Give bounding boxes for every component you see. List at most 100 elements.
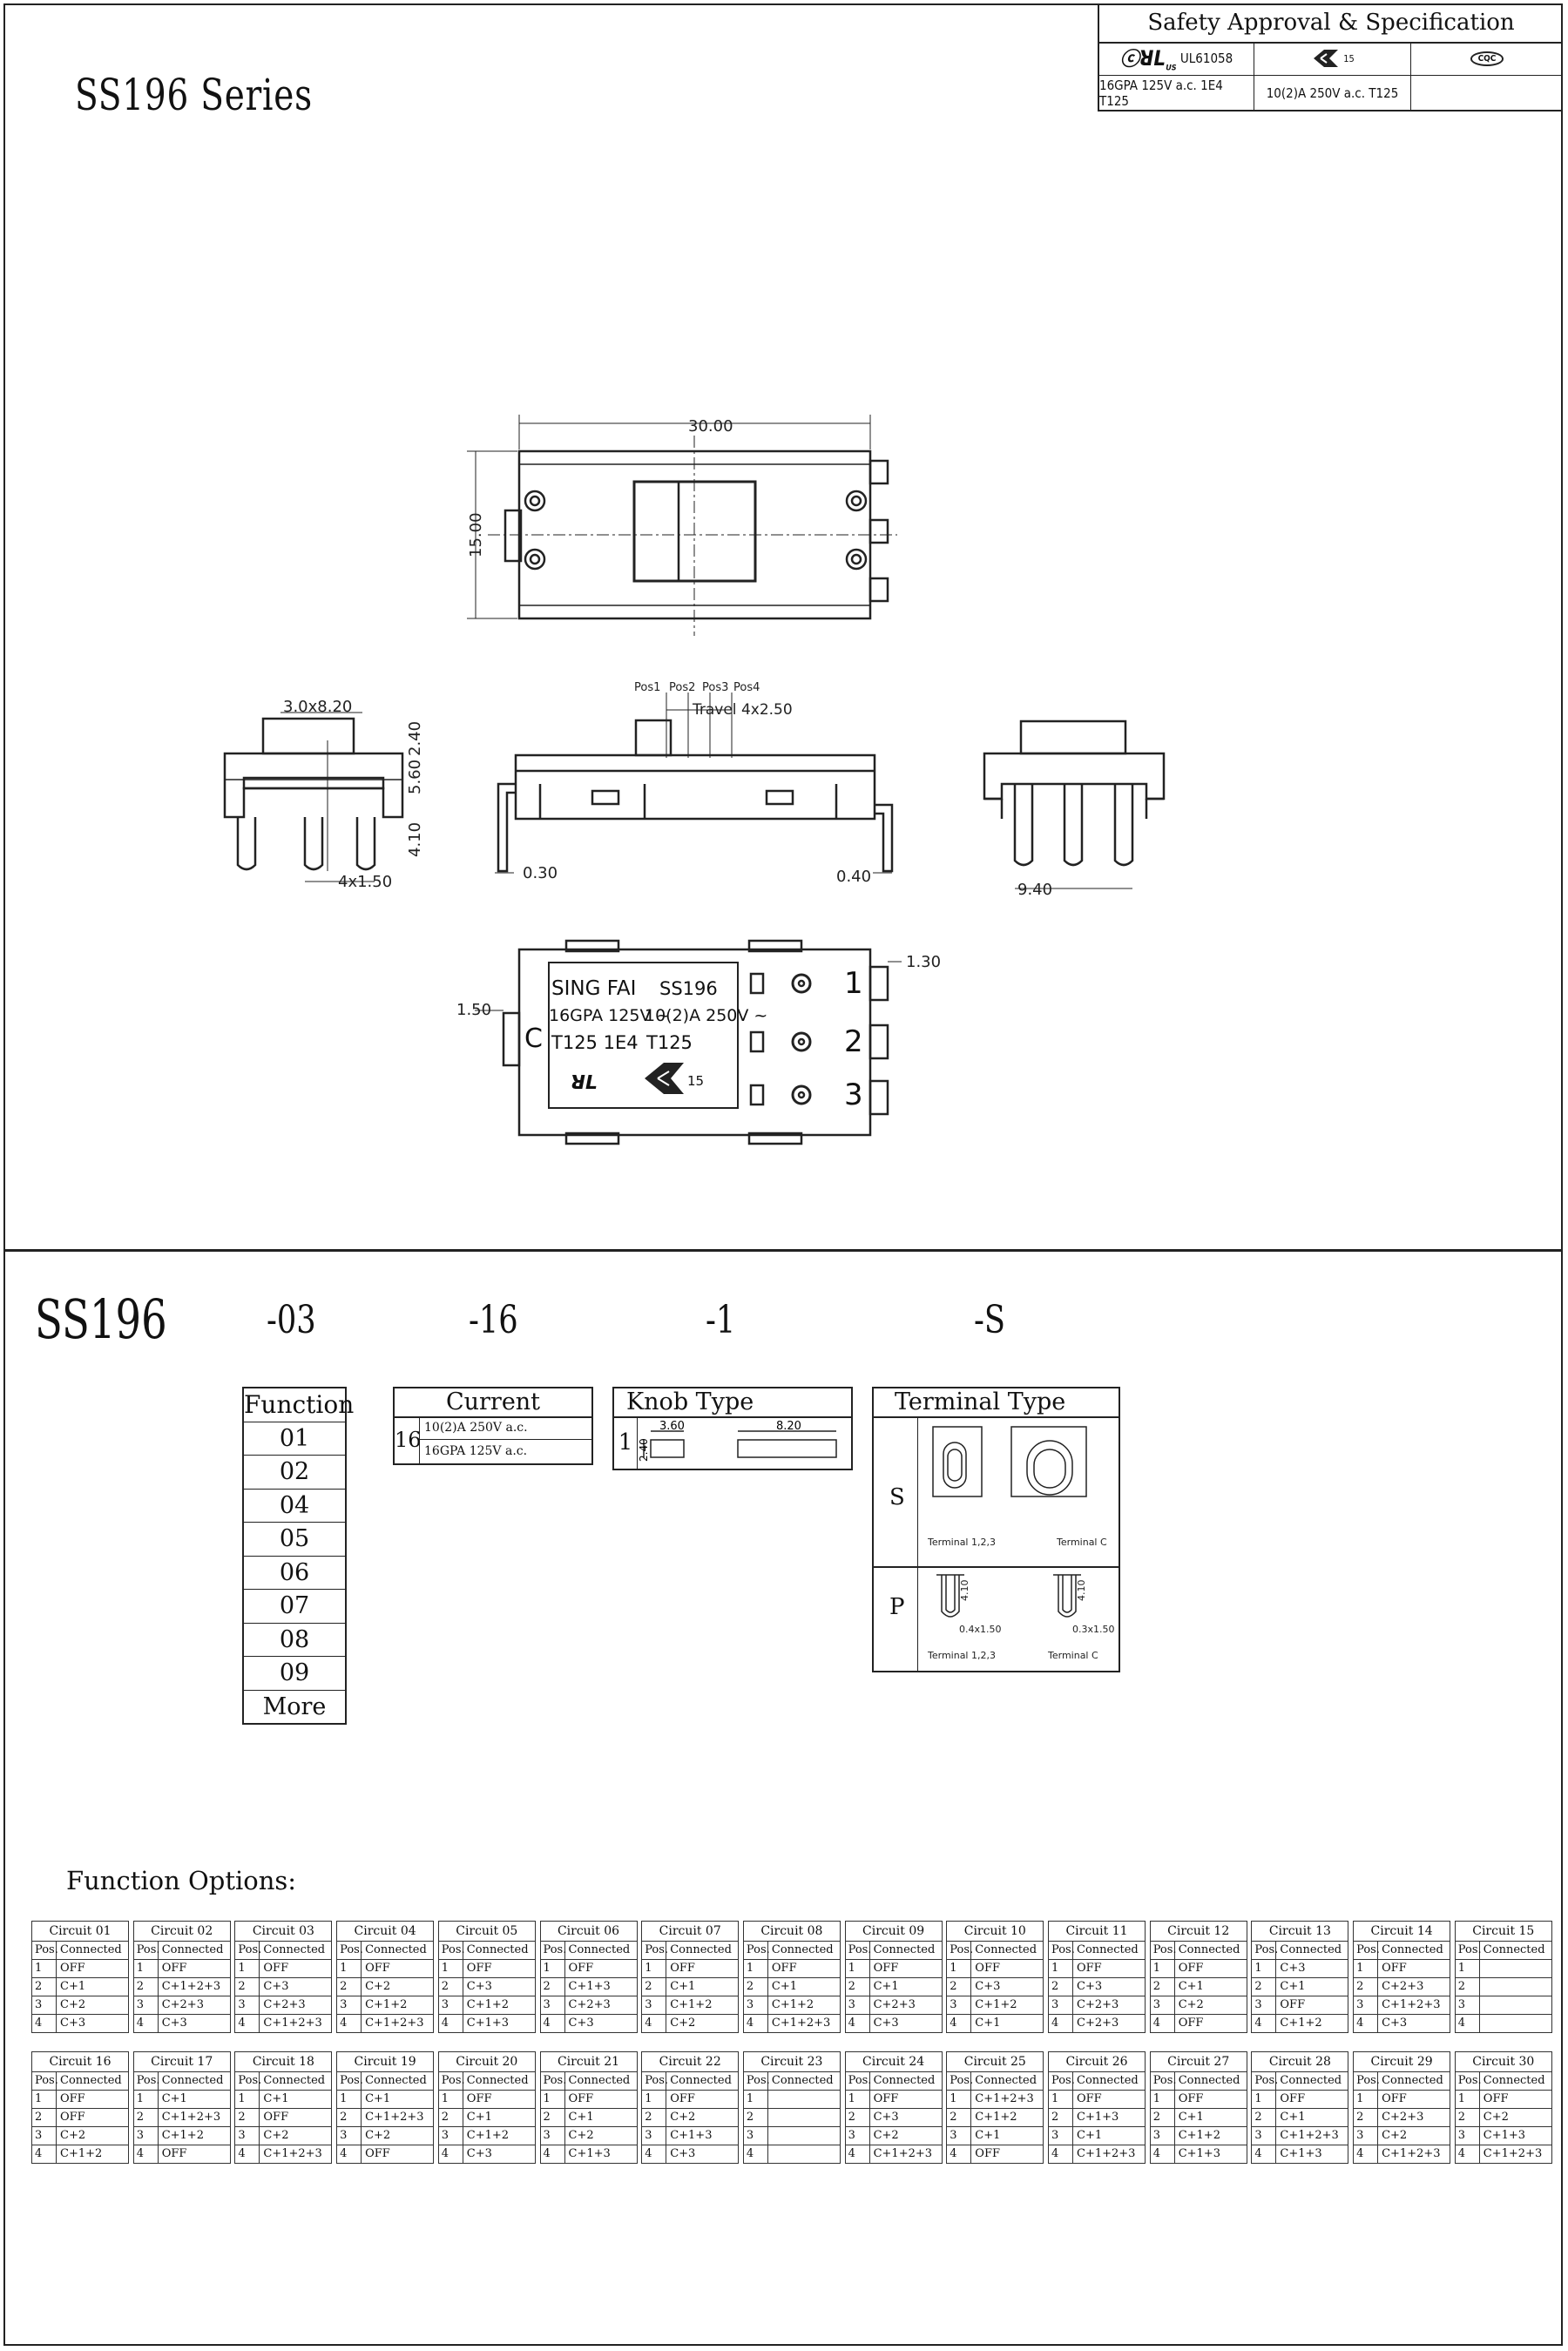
circuit-header-row: Pos.Connected	[1455, 2072, 1551, 2091]
pos-number: 1	[1252, 1960, 1277, 1977]
connected-value: OFF	[1382, 1962, 1407, 1975]
connected-value: C+2	[1178, 1998, 1204, 2011]
connected-value: C+1+2+3	[263, 2147, 322, 2160]
label-line3b: T125	[645, 1032, 693, 1053]
connected-value: C+1+2	[365, 1998, 408, 2011]
circuit-header-row: Pos.Connected	[642, 2072, 739, 2091]
label-ul-icon: ꓤꓡ	[571, 1072, 598, 1094]
page-frame	[3, 3, 1563, 2346]
pos-number: 1	[235, 1960, 260, 1977]
function-header: Function	[244, 1388, 354, 1422]
pos-number: 3	[1456, 1996, 1480, 2014]
circuit-header-row: Pos.Connected	[947, 1942, 1044, 1960]
connected-value: C+2+3	[161, 1998, 204, 2011]
connected-value: C+2	[568, 2129, 594, 2142]
connected-value: C+3	[873, 2111, 899, 2124]
circuit-header-row: Pos.Connected	[743, 1942, 840, 1960]
pos-number: 3	[134, 1996, 159, 2014]
connected-value: OFF	[975, 1962, 1000, 1975]
connected-value: C+3	[466, 2147, 492, 2160]
pos-number: 2	[1456, 1978, 1480, 1996]
pos-number: 3	[1049, 1996, 1073, 2014]
safety-marks-row: ⓒꓤꓡUS UL61058 15 CQC	[1099, 42, 1563, 76]
connected-header: Connected	[1280, 1943, 1342, 1956]
connected-value: C+2	[1382, 2129, 1408, 2142]
current-code: 16	[395, 1416, 422, 1463]
connected-header: Connected	[1483, 2074, 1545, 2087]
knob-dim-240: 2.40	[638, 1438, 650, 1462]
connected-value: C+1+2+3	[161, 1980, 221, 1993]
circuit-header-row: Pos.Connected	[32, 1942, 128, 1960]
connected-value: OFF	[1077, 2092, 1102, 2105]
connected-header: Connected	[161, 1943, 224, 1956]
connected-header: Connected	[873, 1943, 936, 1956]
pos-number: 2	[541, 1978, 565, 1996]
function-item: 09	[244, 1657, 345, 1691]
connected-value: C+2	[365, 1980, 391, 1993]
circuit-name: Circuit 22	[642, 2052, 739, 2072]
pos-number: 2	[642, 1978, 667, 1996]
knob-drawing: 3.60 8.20 2.40	[638, 1420, 837, 1462]
pos-number: 4	[744, 2145, 768, 2163]
pos-number: 2	[1252, 2109, 1277, 2126]
circuit-header-row: Pos.Connected	[845, 1942, 942, 1960]
safety-ratings-row: 16GPA 125V a.c. 1E4 T125 10(2)A 250V a.c…	[1099, 76, 1563, 110]
pos-number: 4	[1151, 2145, 1175, 2163]
connected-value: OFF	[670, 2092, 695, 2105]
connected-header: Connected	[975, 2074, 1037, 2087]
dim-pos3: Pos3	[702, 681, 728, 694]
connected-value: OFF	[161, 2147, 187, 2160]
label-enec: 15	[687, 1073, 704, 1089]
connected-header: Connected	[670, 1943, 732, 1956]
connected-value	[768, 2145, 840, 2163]
circuit-row: 2	[1455, 1978, 1551, 1996]
connected-value	[1480, 2015, 1551, 2032]
pos-number: 2	[947, 1978, 972, 1996]
pos-number: 4	[947, 2015, 972, 2032]
circuit-name: Circuit 13	[1252, 1922, 1348, 1942]
connected-header: Connected	[873, 2074, 936, 2087]
pos-header: Pos.	[1049, 1942, 1075, 1959]
connected-header: Connected	[670, 2074, 732, 2087]
pos-number: 4	[642, 2145, 667, 2163]
pos-number: 3	[1049, 2127, 1073, 2145]
connected-value: C+2	[670, 2111, 696, 2124]
connected-value: C+2+3	[1382, 2111, 1424, 2124]
circuit-name: Circuit 27	[1150, 2052, 1247, 2072]
pos-number: 4	[846, 2015, 870, 2032]
terminal-p-dim-1: 0.4x1.50	[959, 1624, 1002, 1635]
connected-header: Connected	[60, 1943, 122, 1956]
circuit-name: Circuit 28	[1252, 2052, 1348, 2072]
pos-number: 1	[1049, 1960, 1073, 1977]
safety-header: Safety Approval & Specification	[1099, 3, 1563, 44]
pos-number: 3	[541, 2127, 565, 2145]
connected-value: OFF	[60, 1962, 85, 1975]
pos-number: 4	[1049, 2015, 1073, 2032]
pos-header: Pos.	[744, 1942, 770, 1959]
pos-number: 3	[1252, 2127, 1277, 2145]
pos-number: 2	[1151, 2109, 1175, 2126]
circuit-name: Circuit 16	[32, 2052, 128, 2072]
pos-number: 1	[1151, 2091, 1175, 2108]
circuit-name: Circuit 03	[235, 1922, 332, 1942]
pos-number: 2	[32, 1978, 57, 1996]
connected-value: OFF	[365, 2147, 390, 2160]
connected-value: C+1+3	[466, 2017, 510, 2030]
label-terminal-2: 2	[844, 1024, 863, 1059]
